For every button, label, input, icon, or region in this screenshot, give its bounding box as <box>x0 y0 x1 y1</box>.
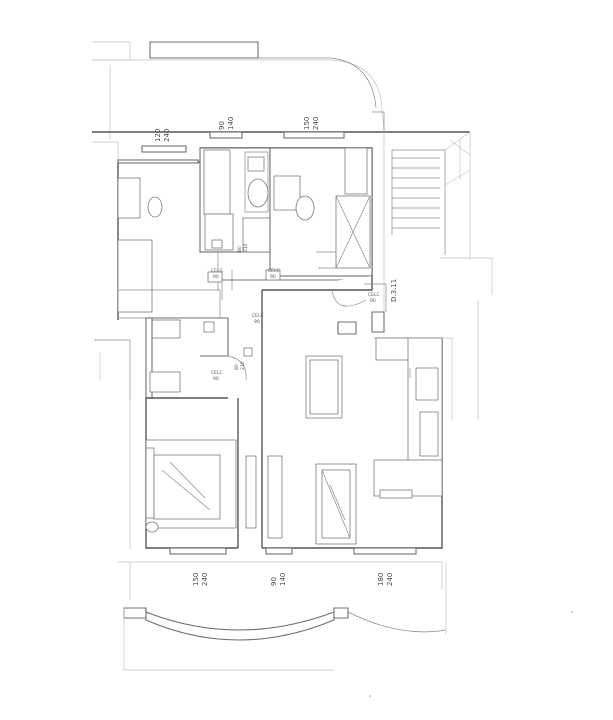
top-balcony <box>92 41 385 140</box>
cell-label: CELC <box>211 268 223 274</box>
entrance-label: D.3.11 <box>390 279 398 302</box>
bedroom-bottom-left <box>129 398 239 550</box>
cell-value: 90 <box>370 298 376 304</box>
stray-mark <box>571 611 573 613</box>
window-label-living-right: 180 240 <box>353 547 417 586</box>
stray-mark <box>369 695 371 697</box>
window-height: 240 <box>386 573 394 586</box>
window-height: 240 <box>163 129 171 142</box>
cell-label: CELC <box>211 370 223 376</box>
bedroom-top-left <box>117 159 221 319</box>
bottom-balcony <box>118 561 447 671</box>
window-width: 150 <box>192 573 200 586</box>
window-height: 140 <box>227 117 235 130</box>
cell-labels: CELC 90 CELC 90 CELC 90 CELC 90 CELC 90 <box>211 268 380 382</box>
window-label-bedroom-tl: 120 240 <box>141 129 187 153</box>
window-width: 90 <box>270 577 278 586</box>
window-label-bedroom-bottom: 150 240 <box>169 547 227 586</box>
cell-label: CELC <box>252 313 264 319</box>
window-label-living-mid: 90 140 <box>265 547 293 586</box>
living-kitchen <box>245 300 479 549</box>
cell-value: 90 <box>254 319 260 325</box>
cell-label: CELC <box>268 268 280 274</box>
window-label-bedroom-tr: 150 240 <box>283 117 345 139</box>
window-width: 150 <box>303 117 311 130</box>
bathroom-top <box>199 147 271 253</box>
door-height: 210 <box>240 361 246 370</box>
window-height: 140 <box>279 573 287 586</box>
cell-value: 90 <box>213 274 219 280</box>
cell-label: CELC <box>368 292 380 298</box>
cell-value: 90 <box>213 376 219 382</box>
window-label-bath: 90 140 <box>209 117 243 139</box>
door-width: 80 <box>234 364 240 370</box>
window-height: 240 <box>312 117 320 130</box>
door-label-bath: 80 210 <box>237 243 249 252</box>
door-height: 210 <box>243 243 249 252</box>
window-height: 240 <box>201 573 209 586</box>
window-width: 180 <box>377 573 385 586</box>
door-label-storage: 80 210 <box>234 361 246 370</box>
utility-room <box>94 317 253 400</box>
cell-value: 90 <box>270 274 276 280</box>
window-width: 120 <box>154 129 162 142</box>
window-width: 90 <box>218 121 226 130</box>
entrance-code: D.3.11 <box>390 279 398 302</box>
door-width: 80 <box>237 246 243 252</box>
corridor <box>207 269 387 335</box>
bedroom-top-right <box>269 147 373 277</box>
